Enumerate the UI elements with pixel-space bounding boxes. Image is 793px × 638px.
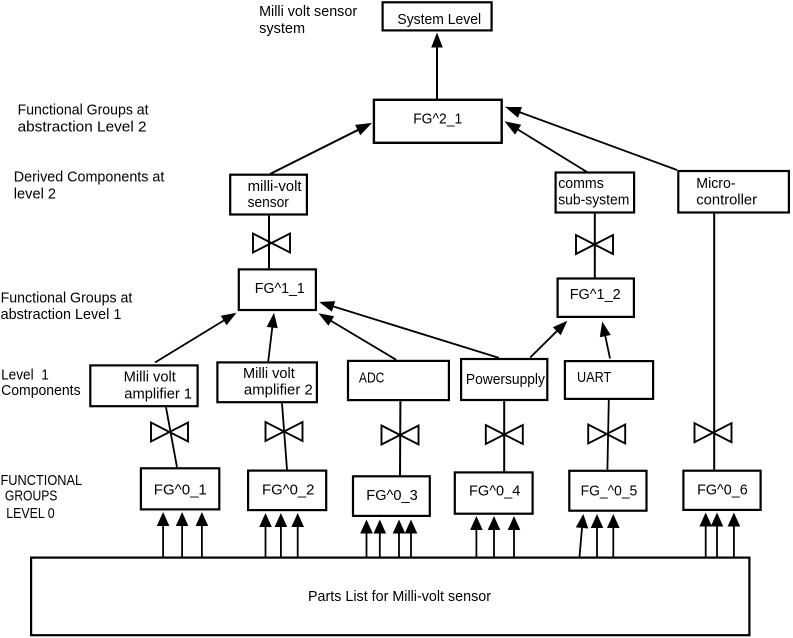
- svg-text:level 2: level 2: [14, 186, 56, 202]
- svg-text:Functional Groups at: Functional Groups at: [18, 103, 149, 119]
- svg-text:FUNCTIONAL: FUNCTIONAL: [1, 473, 83, 489]
- svg-text:FG^2_1: FG^2_1: [413, 112, 462, 128]
- svg-text:Milli volt: Milli volt: [243, 366, 295, 382]
- svg-text:Level 1: Level 1: [1, 367, 49, 383]
- svg-text:amplifier 2: amplifier 2: [244, 382, 313, 398]
- svg-text:Powersupply: Powersupply: [466, 372, 546, 388]
- svg-text:LEVEL 0: LEVEL 0: [6, 506, 55, 522]
- svg-text:FG^0_4: FG^0_4: [469, 484, 520, 500]
- svg-text:Derived Components at: Derived Components at: [14, 170, 165, 186]
- svg-text:FG^0_6: FG^0_6: [697, 483, 748, 499]
- svg-text:ADC: ADC: [359, 371, 385, 387]
- svg-text:milli-volt: milli-volt: [248, 179, 302, 195]
- svg-text:FG^0_2: FG^0_2: [262, 483, 314, 499]
- svg-text:System Level: System Level: [397, 12, 481, 28]
- svg-text:Milli volt sensor: Milli volt sensor: [259, 4, 357, 20]
- svg-text:abstraction Level 2: abstraction Level 2: [18, 119, 147, 135]
- svg-text:Micro-: Micro-: [696, 176, 735, 192]
- svg-text:Parts List for Milli-volt sens: Parts List for Milli-volt sensor: [308, 589, 491, 605]
- svg-text:Milli volt: Milli volt: [124, 370, 176, 386]
- svg-text:controller: controller: [696, 193, 757, 209]
- svg-text:FG^1_2: FG^1_2: [570, 287, 621, 303]
- svg-text:comms: comms: [558, 176, 604, 192]
- svg-text:amplifier 1: amplifier 1: [124, 386, 192, 402]
- svg-text:sub-system: sub-system: [558, 193, 629, 209]
- svg-text:system: system: [259, 21, 305, 37]
- svg-text:FG^0_3: FG^0_3: [366, 488, 417, 504]
- svg-text:abstraction Level 1: abstraction Level 1: [1, 307, 122, 323]
- svg-text:UART: UART: [577, 370, 611, 386]
- svg-text:Functional Groups at: Functional Groups at: [1, 290, 133, 306]
- svg-text:FG_^0_5: FG_^0_5: [581, 484, 638, 500]
- svg-text:GROUPS: GROUPS: [5, 489, 58, 505]
- svg-text:Components: Components: [1, 383, 81, 399]
- svg-text:sensor: sensor: [248, 195, 289, 211]
- svg-text:FG^1_1: FG^1_1: [255, 281, 305, 297]
- svg-text:FG^0_1: FG^0_1: [154, 482, 207, 498]
